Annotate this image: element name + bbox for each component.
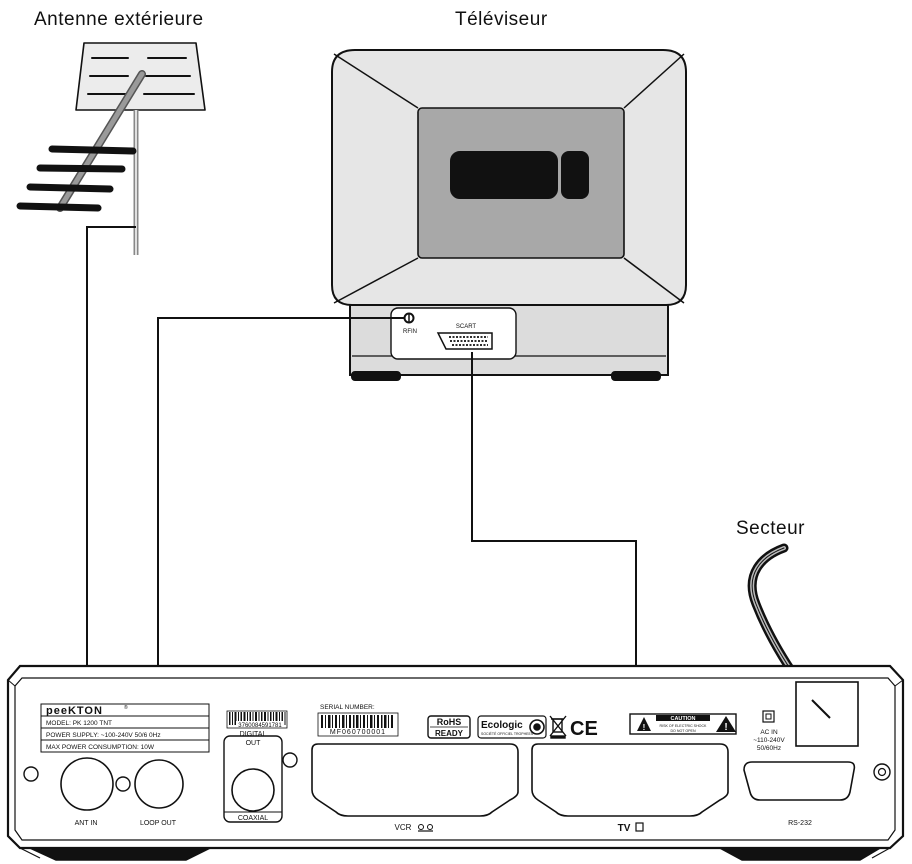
serial-label: SERIAL NUMBER: xyxy=(320,704,375,711)
ant-in-port xyxy=(60,757,114,811)
ant-in-label: ANT IN xyxy=(75,820,98,827)
receiver-model: MODEL: PK 1200 TNT xyxy=(46,720,112,727)
ac-in-label: AC IN xyxy=(760,729,778,736)
barcode-number: 3760084591781 xyxy=(238,723,282,729)
svg-text:!: ! xyxy=(724,722,727,733)
svg-text:Ecologic: Ecologic xyxy=(481,720,523,731)
antenna-label: Antenne extérieure xyxy=(34,9,204,30)
digital-out-label: DIGITAL xyxy=(240,731,267,738)
tv-label: Téléviseur xyxy=(455,9,548,30)
tv-scart-label: SCART xyxy=(456,324,477,330)
rohs-logo: RoHS READY xyxy=(427,715,471,739)
outdoor-antenna xyxy=(16,42,206,255)
svg-text:!: ! xyxy=(643,723,646,732)
receiver-power-supply: POWER SUPPLY: ~100-240V 50/6 0Hz xyxy=(46,732,161,739)
cables xyxy=(86,226,637,782)
receiver-brand-mark: ® xyxy=(124,704,128,711)
ce-mark: CE xyxy=(570,718,598,740)
tv-port-label: TV xyxy=(618,823,631,834)
svg-text:CAUTION: CAUTION xyxy=(670,716,695,722)
ac-in-voltage: ~110-240V xyxy=(753,737,785,744)
coaxial-label: COAXIAL xyxy=(238,815,268,822)
caution-label: ! ! CAUTION RISK OF ELECTRIC SHOCK DO NO… xyxy=(629,713,737,735)
product-barcode: 3760084591781 xyxy=(226,710,288,729)
receiver-max-power: MAX POWER CONSUMPTION: 10W xyxy=(46,744,155,751)
rs232-label: RS-232 xyxy=(788,820,812,827)
digital-out-label-2: OUT xyxy=(246,740,262,747)
mains-plug xyxy=(811,699,831,719)
svg-text:RoHS: RoHS xyxy=(437,717,462,727)
tv-scart-port-receiver xyxy=(531,743,729,817)
vcr-scart-port xyxy=(311,743,519,817)
rs232-port xyxy=(743,761,856,801)
svg-text:READY: READY xyxy=(435,729,464,738)
weee-bin-icon xyxy=(549,715,567,739)
svg-text:SOCIÉTÉ OFFICIEL TROPHEES: SOCIÉTÉ OFFICIEL TROPHEES xyxy=(481,731,534,736)
vcr-label: VCR xyxy=(395,823,412,832)
ecologic-logo: Ecologic SOCIÉTÉ OFFICIEL TROPHEES xyxy=(477,715,547,739)
coaxial-port xyxy=(231,768,275,812)
television: RFIN SCART xyxy=(331,49,687,381)
svg-text:DO NOT OPEN: DO NOT OPEN xyxy=(670,729,695,733)
mains-label: Secteur xyxy=(736,518,805,539)
loop-out-port xyxy=(134,759,184,809)
receiver-rear-panel: peeKTON ® MODEL: PK 1200 TNT POWER SUPPL… xyxy=(6,664,905,861)
receiver-brand: peeKTON xyxy=(46,705,103,717)
serial-barcode: MF060700001 xyxy=(317,712,399,737)
ac-in-frequency: 50/60Hz xyxy=(757,745,781,752)
tv-rf-in-label: RFIN xyxy=(403,329,417,335)
svg-text:RISK OF ELECTRIC SHOCK: RISK OF ELECTRIC SHOCK xyxy=(660,724,708,728)
loop-out-label: LOOP OUT xyxy=(140,820,177,827)
serial-number: MF060700001 xyxy=(330,729,386,736)
